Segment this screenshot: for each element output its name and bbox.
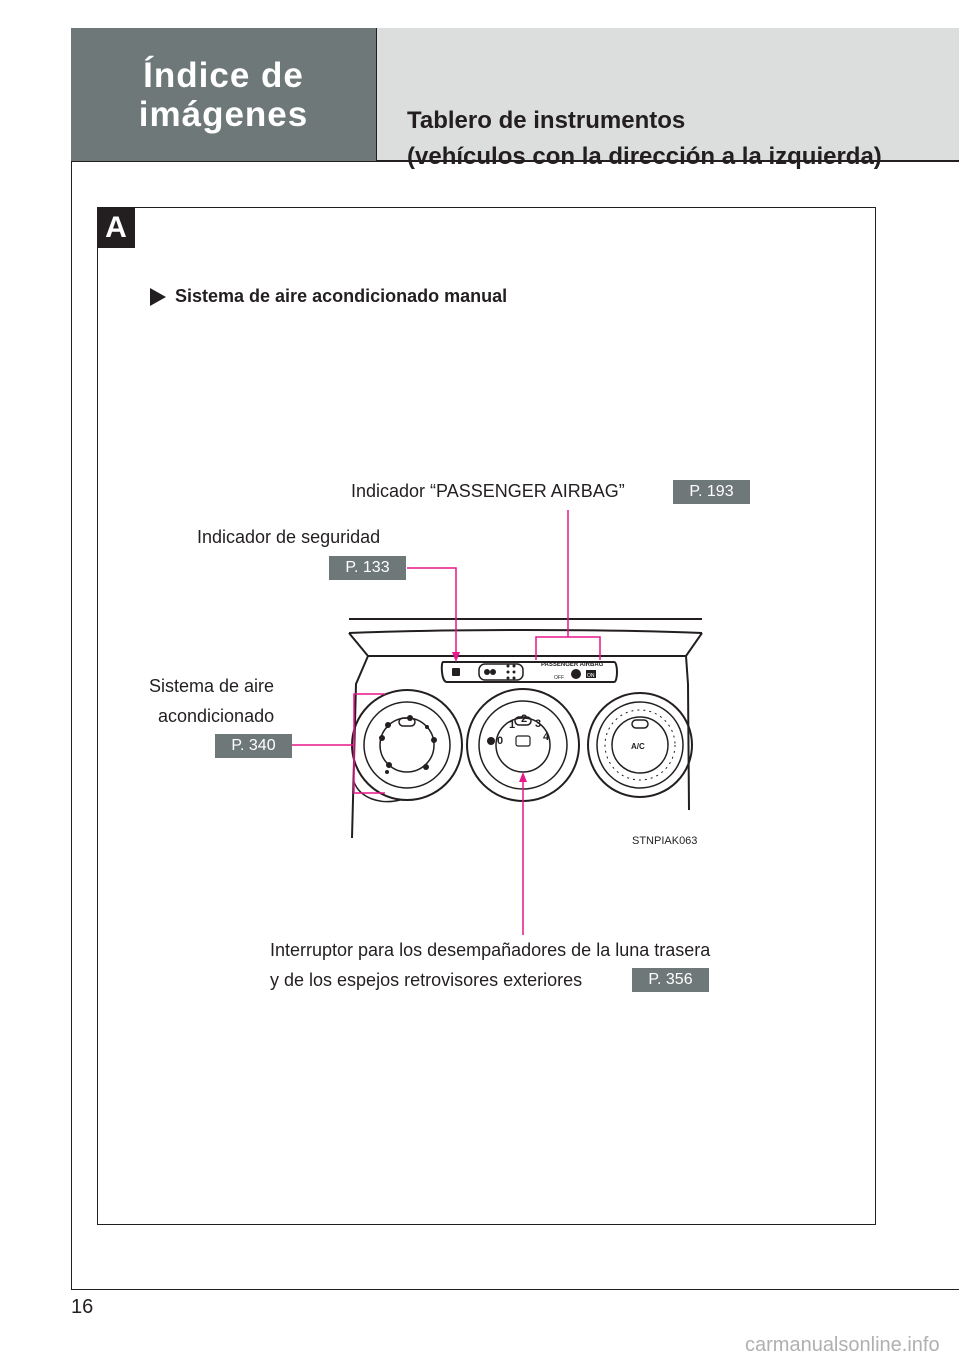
panel-airbag-label: PASSENGER AIRBAG bbox=[541, 662, 604, 668]
page-frame bbox=[71, 28, 959, 1290]
temperature-knob bbox=[587, 692, 693, 798]
defogger-ref[interactable]: P. 356 bbox=[632, 968, 709, 992]
subheading-text: Sistema de aire acondicionado manual bbox=[175, 286, 508, 306]
security-indicator-ref[interactable]: P. 133 bbox=[329, 556, 406, 580]
header-rule bbox=[71, 161, 959, 162]
index-title-line2: imágenes bbox=[138, 94, 309, 134]
defogger-label-line1: Interruptor para los desempañadores de l… bbox=[270, 940, 711, 960]
figure-code: STNPIAK063 bbox=[632, 835, 697, 847]
page-number: 16 bbox=[71, 1296, 94, 1318]
ac-system-ref[interactable]: P. 340 bbox=[215, 734, 292, 758]
ac-button-label: A/C bbox=[631, 742, 645, 751]
watermark: carmanualsonline.info bbox=[745, 1334, 940, 1356]
fan-speed-2: 2 bbox=[521, 713, 527, 725]
section-tab: A bbox=[97, 207, 135, 248]
fan-speed-0: 0 bbox=[497, 735, 503, 747]
security-indicator-label: Indicador de seguridad bbox=[197, 527, 381, 547]
arrowheads bbox=[452, 652, 527, 782]
fan-speed-4: 4 bbox=[543, 731, 550, 743]
section-box bbox=[97, 207, 876, 1225]
page-title-line1: Tablero de instrumentos bbox=[407, 107, 686, 134]
subheading: Sistema de aire acondicionado manual bbox=[150, 286, 507, 307]
page-title-line2: (vehículos con la dirección a la izquier… bbox=[407, 143, 882, 170]
panel-on-label: ON bbox=[587, 673, 595, 679]
airbag-indicator-label: Indicador “PASSENGER AIRBAG” bbox=[351, 481, 625, 501]
triangle-bullet-icon bbox=[150, 287, 166, 306]
ac-system-label-line1: Sistema de aire bbox=[149, 676, 275, 696]
airbag-indicator-ref[interactable]: P. 193 bbox=[673, 480, 750, 504]
ac-system-label-line2: acondicionado bbox=[158, 706, 275, 726]
panel-off-label: OFF bbox=[554, 675, 564, 681]
fan-speed-3: 3 bbox=[535, 718, 541, 730]
header-divider bbox=[376, 28, 377, 161]
fan-speed-1: 1 bbox=[509, 719, 515, 731]
mode-knob bbox=[351, 689, 463, 801]
index-title-block: Índice de imágenes bbox=[71, 28, 376, 161]
index-title-line1: Índice de bbox=[143, 55, 304, 95]
defogger-label-line2: y de los espejos retrovisores exteriores bbox=[270, 970, 583, 990]
page-title-block: Tablero de instrumentos (vehículos con l… bbox=[377, 28, 959, 170]
leader-lines bbox=[292, 510, 601, 935]
